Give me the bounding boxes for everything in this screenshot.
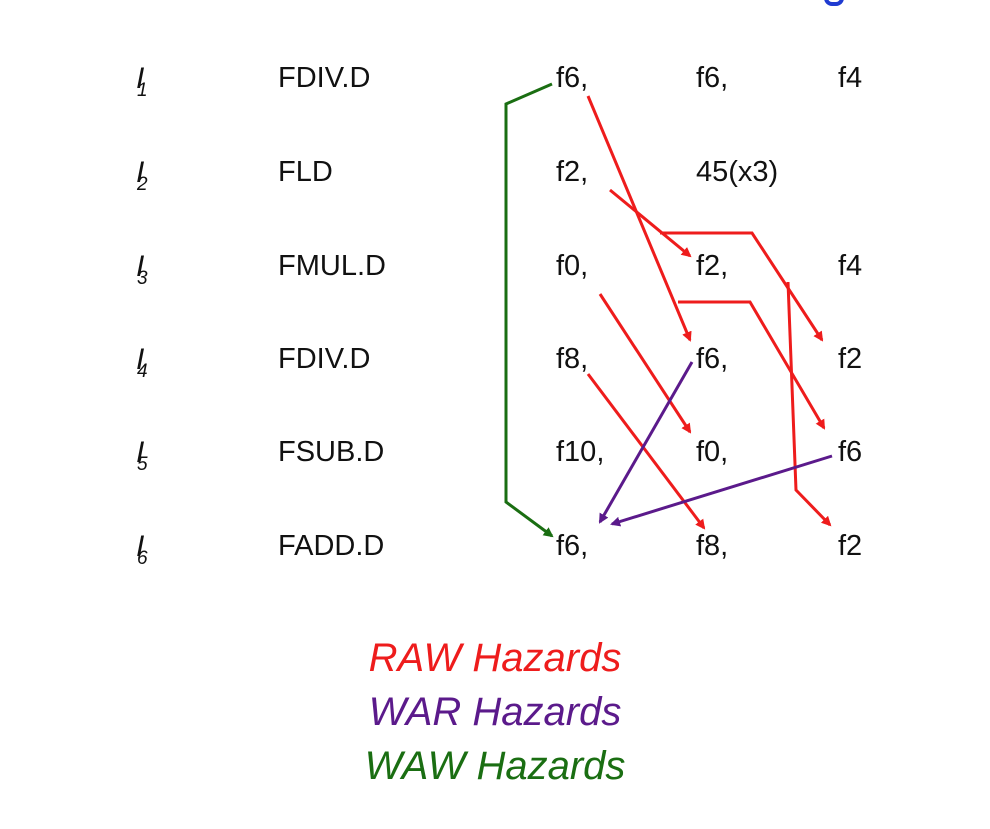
operand-src1: f6,: [696, 343, 729, 375]
opcode: FSUB.D: [278, 436, 385, 468]
legend-raw: RAW Hazards: [368, 636, 622, 680]
opcode: FMUL.D: [278, 250, 386, 282]
operand-dest: f6,: [556, 62, 589, 94]
opcode: FDIV.D: [278, 343, 371, 375]
operand-src1: f0,: [696, 436, 729, 468]
operand-dest: f10,: [556, 436, 605, 468]
operand-dest: f8,: [556, 343, 589, 375]
operand-dest: f6,: [556, 530, 589, 562]
opcode: FLD: [278, 156, 333, 188]
operand-src2: f6: [838, 436, 863, 468]
operand-src2: f4: [838, 62, 863, 94]
operand-src1: f2,: [696, 250, 729, 282]
operand-src2: f2: [838, 343, 863, 375]
operand-src2: f2: [838, 530, 863, 562]
operand-dest: f2,: [556, 156, 589, 188]
title-fragment: [820, 0, 844, 6]
operand-src1: f6,: [696, 62, 729, 94]
operand-src1: f8,: [696, 530, 729, 562]
legend-war: WAR Hazards: [368, 690, 622, 734]
opcode: FDIV.D: [278, 62, 371, 94]
opcode: FADD.D: [278, 530, 385, 562]
operand-dest: f0,: [556, 250, 589, 282]
operand-src2: f4: [838, 250, 863, 282]
operand-src1: 45(x3): [696, 156, 779, 188]
legend-waw: WAW Hazards: [364, 744, 626, 788]
